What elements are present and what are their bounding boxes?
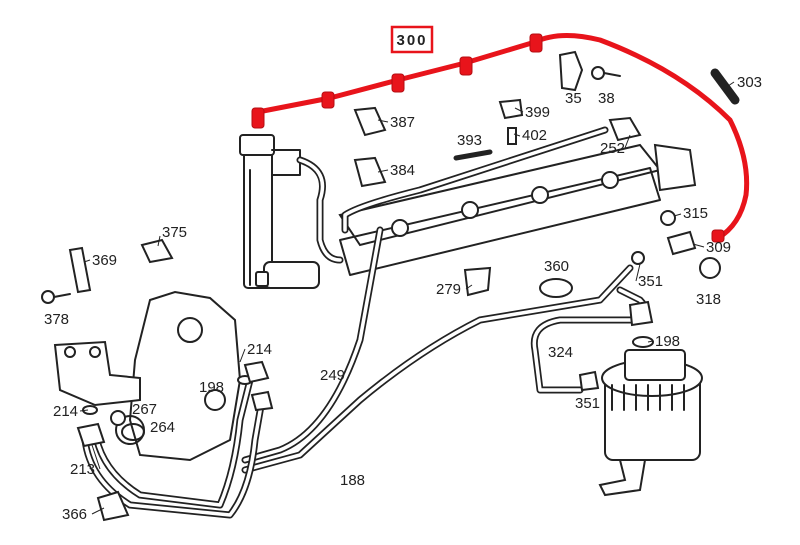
callout-324: 324 xyxy=(548,344,573,361)
callout-366: 366 xyxy=(62,506,87,523)
rail-pressure-sensor xyxy=(255,261,320,289)
callout-35: 35 xyxy=(565,90,582,107)
callout-318: 318 xyxy=(696,291,721,308)
callout-351-bottom: 351 xyxy=(575,395,600,412)
callout-38: 38 xyxy=(598,90,615,107)
callout-369: 369 xyxy=(92,252,117,269)
callout-384: 384 xyxy=(390,162,415,179)
callout-198-left: 198 xyxy=(199,379,224,396)
small-hardware xyxy=(41,50,740,522)
fuel-filter xyxy=(598,349,703,497)
callout-213: 213 xyxy=(70,461,95,478)
callout-303: 303 xyxy=(737,74,762,91)
callout-267: 267 xyxy=(132,401,157,418)
highlighted-leak-off-line[interactable] xyxy=(251,32,750,243)
callout-309: 309 xyxy=(706,239,731,256)
callout-279: 279 xyxy=(436,281,461,298)
leader-lines xyxy=(79,81,735,515)
callout-360: 360 xyxy=(544,258,569,275)
callout-214-bottom: 214 xyxy=(53,403,78,420)
fuel-rail xyxy=(338,143,697,276)
callout-214-top: 214 xyxy=(247,341,272,358)
highlight-label: 300 xyxy=(396,32,427,49)
callout-387: 387 xyxy=(390,114,415,131)
callout-393: 393 xyxy=(457,132,482,149)
callout-315: 315 xyxy=(683,205,708,222)
callout-351-top: 351 xyxy=(638,273,663,290)
injector xyxy=(239,134,301,289)
high-pressure-pump xyxy=(53,290,242,462)
highlight-label-box[interactable]: 300 xyxy=(390,25,434,54)
callout-264: 264 xyxy=(150,419,175,436)
callout-375: 375 xyxy=(162,224,187,241)
callout-249: 249 xyxy=(320,367,345,384)
callout-378: 378 xyxy=(44,311,69,328)
callout-402: 402 xyxy=(522,127,547,144)
callout-labels: 35 38 303 387 399 393 402 252 384 315 30… xyxy=(44,74,762,523)
callout-188: 188 xyxy=(340,472,365,489)
callout-252: 252 xyxy=(600,140,625,157)
callout-198-right: 198 xyxy=(655,333,680,350)
fuel-lines xyxy=(81,126,649,519)
callout-399: 399 xyxy=(525,104,550,121)
